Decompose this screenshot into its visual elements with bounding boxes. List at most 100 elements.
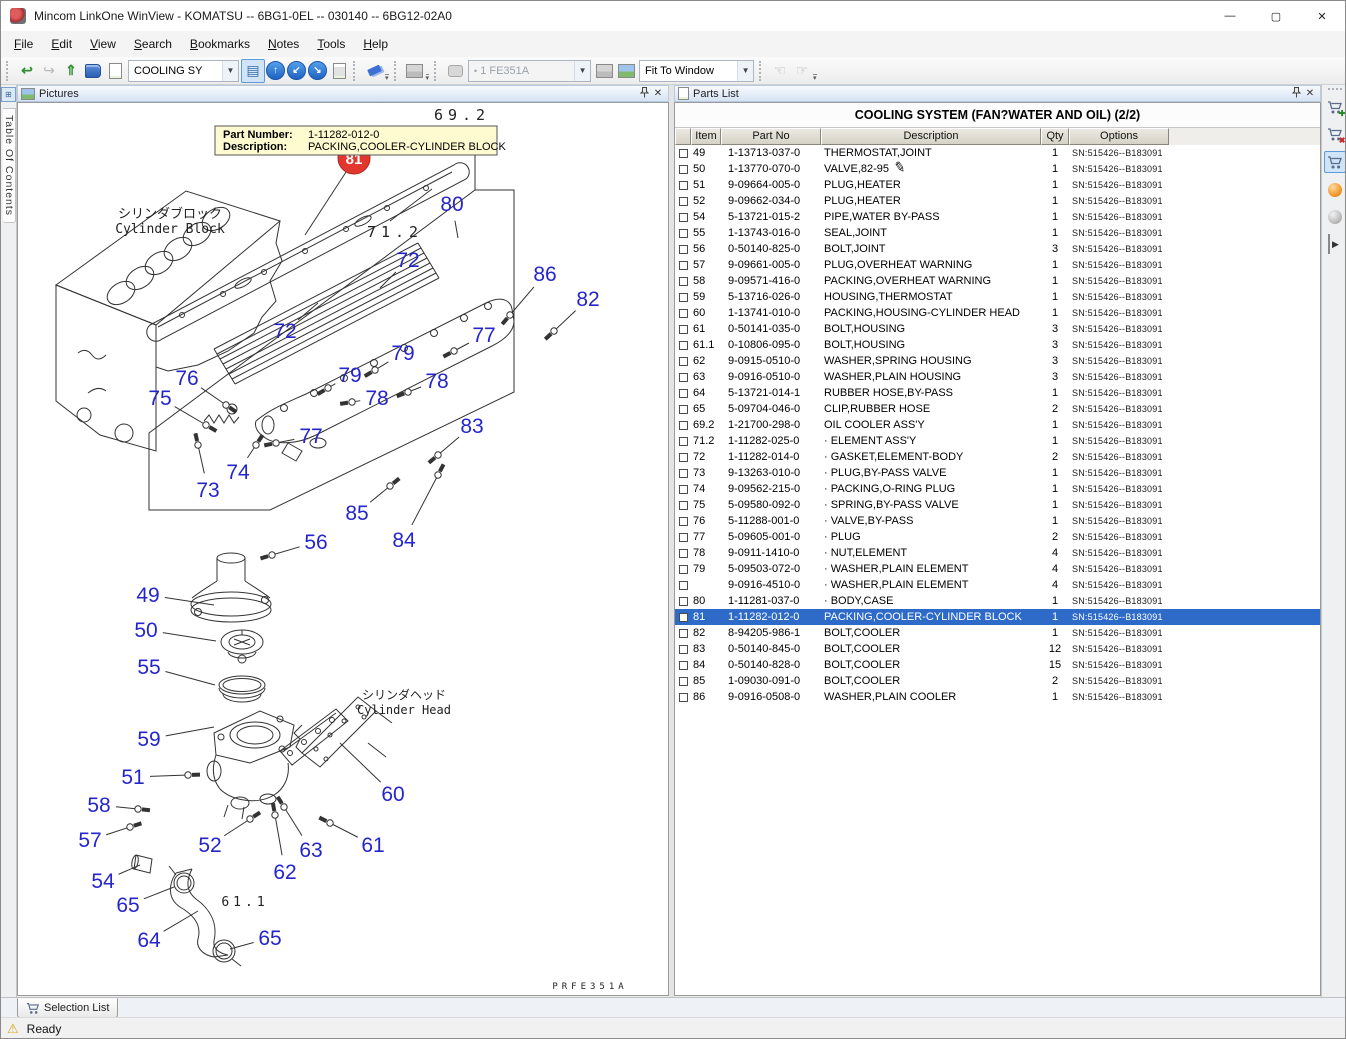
row-checkbox[interactable]: [679, 165, 688, 174]
item-label-76[interactable]: 76: [175, 367, 198, 390]
row-checkbox[interactable]: [679, 421, 688, 430]
table-row[interactable]: 9-0916-4510-0· WASHER,PLAIN ELEMENT4SN:5…: [675, 577, 1320, 593]
menu-file[interactable]: File: [5, 34, 42, 54]
row-checkbox[interactable]: [679, 629, 688, 638]
table-row[interactable]: 529-09662-034-0PLUG,HEATER1SN:515426--B1…: [675, 193, 1320, 209]
hotspot-prev-button[interactable]: ☜: [769, 60, 791, 82]
row-checkbox[interactable]: [679, 661, 688, 670]
col-qty[interactable]: Qty: [1041, 128, 1069, 145]
table-row[interactable]: 601-13741-010-0PACKING,HOUSING-CYLINDER …: [675, 305, 1320, 321]
picture-combo[interactable]: • 1 FE351A ▼: [468, 60, 591, 82]
up-level-button[interactable]: ⇑: [60, 60, 82, 82]
view-selection-button[interactable]: [1324, 151, 1346, 173]
row-checkbox[interactable]: [679, 645, 688, 654]
table-row[interactable]: 749-09562-215-0· PACKING,O-RING PLUG1SN:…: [675, 481, 1320, 497]
close-icon[interactable]: ✕: [651, 88, 665, 99]
item-label-72[interactable]: 72: [396, 249, 419, 272]
item-label-77[interactable]: 77: [299, 425, 322, 448]
row-checkbox[interactable]: [679, 453, 688, 462]
row-checkbox[interactable]: [679, 293, 688, 302]
add-to-selection-button[interactable]: ✚: [1325, 97, 1345, 117]
row-checkbox[interactable]: [679, 325, 688, 334]
stamp-button[interactable]: [404, 60, 426, 82]
find-parts-button[interactable]: [1325, 180, 1345, 200]
table-row[interactable]: 579-09661-005-0PLUG,OVERHEAT WARNING1SN:…: [675, 257, 1320, 273]
diagram-canvas[interactable]: 69.2 71.2 61.1 シリンダブロック Cylinder Block シ…: [17, 102, 669, 996]
pin-icon[interactable]: [1289, 87, 1303, 101]
menu-tools[interactable]: Tools: [308, 34, 354, 54]
item-label-57[interactable]: 57: [78, 829, 101, 852]
hotspot-next-button[interactable]: ☞: [791, 60, 813, 82]
menu-search[interactable]: Search: [125, 34, 181, 54]
item-label-73[interactable]: 73: [196, 479, 219, 502]
item-label-58[interactable]: 58: [87, 794, 110, 817]
prev-page-button[interactable]: ↙: [287, 61, 306, 80]
next-page-button[interactable]: ↘: [308, 61, 327, 80]
row-checkbox[interactable]: [679, 261, 688, 270]
close-button[interactable]: ✕: [1299, 2, 1345, 31]
menu-edit[interactable]: Edit: [42, 34, 81, 54]
table-row[interactable]: 775-09605-001-0· PLUG2SN:515426--B183091: [675, 529, 1320, 545]
item-label-77[interactable]: 77: [472, 324, 495, 347]
item-label-74[interactable]: 74: [226, 461, 250, 484]
item-label-59[interactable]: 59: [137, 728, 160, 751]
table-row[interactable]: 589-09571-416-0PACKING,OVERHEAT WARNING1…: [675, 273, 1320, 289]
table-row[interactable]: 69.21-21700-298-0OIL COOLER ASS'Y1SN:515…: [675, 417, 1320, 433]
row-checkbox[interactable]: [679, 469, 688, 478]
item-label-50[interactable]: 50: [134, 619, 157, 642]
table-row[interactable]: 795-09503-072-0· WASHER,PLAIN ELEMENT4SN…: [675, 561, 1320, 577]
toolbar-overflow-icon[interactable]: ▾: [813, 74, 817, 82]
table-row[interactable]: 501-13770-070-0VALVE,82-951SN:515426--B1…: [675, 161, 1320, 177]
table-row[interactable]: 765-11288-001-0· VALVE,BY-PASS1SN:515426…: [675, 513, 1320, 529]
chevron-down-icon[interactable]: ▼: [574, 61, 590, 81]
col-partno[interactable]: Part No: [721, 128, 821, 145]
item-label-49[interactable]: 49: [136, 584, 159, 607]
row-checkbox[interactable]: [679, 389, 688, 398]
table-row[interactable]: 551-13743-016-0SEAL,JOINT1SN:515426--B18…: [675, 225, 1320, 241]
item-label-86[interactable]: 86: [533, 263, 556, 286]
highlighter-button[interactable]: [363, 60, 385, 82]
open-book-button[interactable]: [82, 60, 104, 82]
toc-vertical-tab[interactable]: Table Of Contents: [3, 108, 16, 223]
find-pictures-button[interactable]: [1325, 207, 1345, 227]
col-item[interactable]: Item: [691, 128, 721, 145]
expand-strip-button[interactable]: ▶: [1328, 234, 1342, 254]
fit-window-button[interactable]: [615, 60, 637, 82]
selection-list-tab[interactable]: Selection List: [17, 998, 118, 1018]
item-label-51[interactable]: 51: [121, 766, 144, 789]
row-checkbox[interactable]: [679, 565, 688, 574]
item-label-84[interactable]: 84: [392, 529, 416, 552]
table-row[interactable]: 840-50140-828-0BOLT,COOLER15SN:515426--B…: [675, 657, 1320, 673]
table-row[interactable]: 545-13721-015-2PIPE,WATER BY-PASS1SN:515…: [675, 209, 1320, 225]
row-checkbox[interactable]: [679, 229, 688, 238]
table-row[interactable]: 629-0915-0510-0WASHER,SPRING HOUSING3SN:…: [675, 353, 1320, 369]
table-row[interactable]: 71.21-11282-025-0· ELEMENT ASS'Y1SN:5154…: [675, 433, 1320, 449]
toc-panel-icon[interactable]: ⊞: [1, 87, 16, 102]
item-label-83[interactable]: 83: [460, 415, 483, 438]
toolbar-overflow-icon[interactable]: ▾: [426, 74, 430, 82]
item-label-62[interactable]: 62: [273, 861, 296, 884]
row-checkbox[interactable]: [679, 341, 688, 350]
row-checkbox[interactable]: [679, 597, 688, 606]
page-doc-icon[interactable]: [328, 60, 350, 82]
row-checkbox[interactable]: [679, 581, 688, 590]
callout-button[interactable]: [444, 60, 466, 82]
menu-bookmarks[interactable]: Bookmarks: [181, 34, 259, 54]
item-label-65[interactable]: 65: [116, 894, 139, 917]
back-button[interactable]: ↩: [16, 60, 38, 82]
table-row[interactable]: 789-0911-1410-0· NUT,ELEMENT4SN:515426--…: [675, 545, 1320, 561]
close-icon[interactable]: ✕: [1303, 88, 1317, 99]
row-checkbox[interactable]: [679, 437, 688, 446]
table-row[interactable]: 828-94205-986-1BOLT,COOLER1SN:515426--B1…: [675, 625, 1320, 641]
col-description[interactable]: Description: [821, 128, 1041, 145]
minimize-button[interactable]: —: [1207, 2, 1253, 31]
remove-from-selection-button[interactable]: ✖: [1325, 124, 1345, 144]
maximize-button[interactable]: ▢: [1253, 2, 1299, 31]
menu-view[interactable]: View: [81, 34, 125, 54]
table-row[interactable]: 61.10-10806-095-0BOLT,HOUSING3SN:515426-…: [675, 337, 1320, 353]
row-checkbox[interactable]: [679, 277, 688, 286]
zoom-combo[interactable]: Fit To Window ▼: [639, 60, 754, 82]
menu-notes[interactable]: Notes: [259, 34, 308, 54]
table-row[interactable]: 639-0916-0510-0WASHER,PLAIN HOUSING3SN:5…: [675, 369, 1320, 385]
row-checkbox[interactable]: [679, 549, 688, 558]
